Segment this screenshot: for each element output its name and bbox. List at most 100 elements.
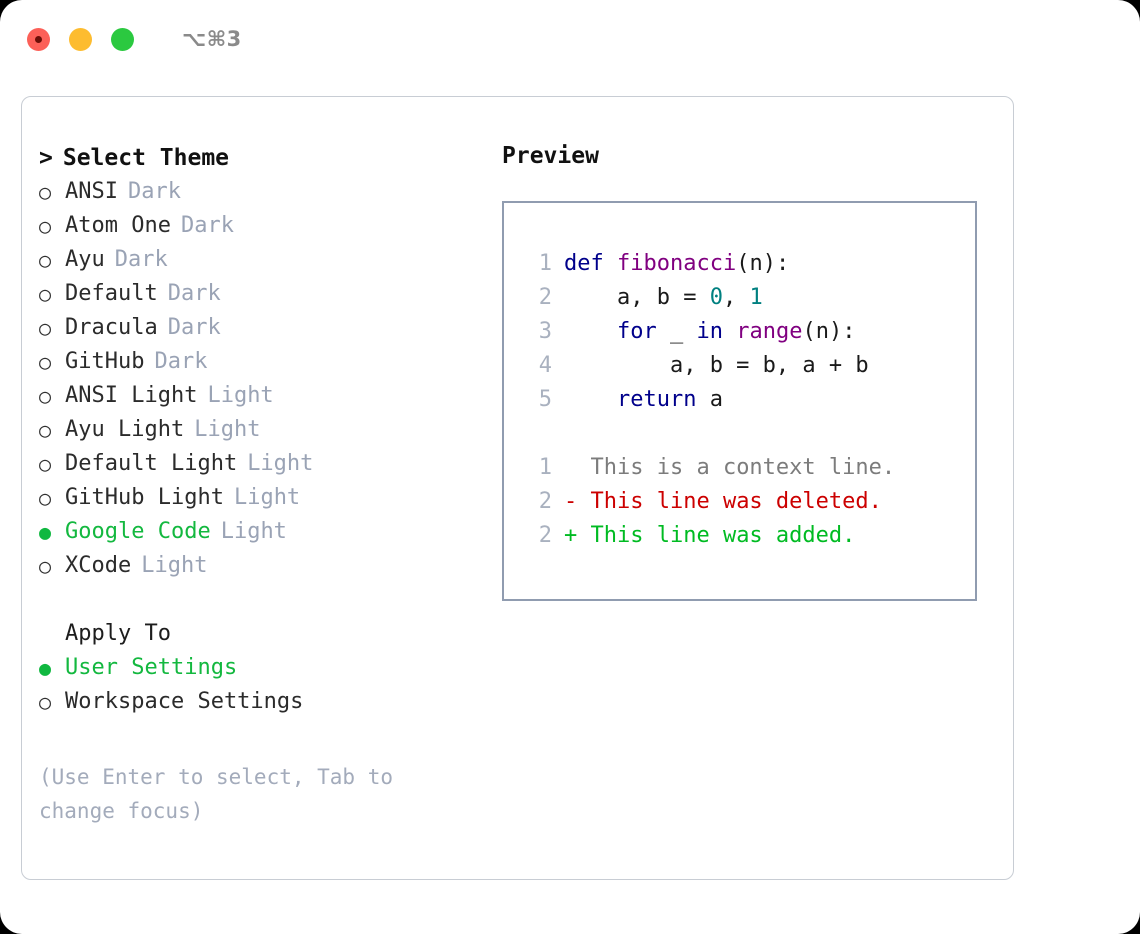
theme-variant-badge: Dark: [167, 315, 221, 340]
line-number: 1: [538, 251, 552, 276]
code-token-plain: (n):: [802, 319, 856, 344]
radio-unselected-icon: ○: [39, 452, 52, 476]
code-token-plain: [723, 319, 736, 344]
code-line-text: def fibonacci(n):: [564, 247, 789, 281]
radio-selected-icon: ●: [39, 520, 52, 544]
code-token-plain: (n):: [736, 251, 790, 276]
code-line-text: for _ in range(n):: [564, 315, 855, 349]
titlebar-shortcut-label: ⌥⌘3: [182, 27, 242, 51]
theme-variant-badge: Dark: [167, 281, 221, 306]
theme-variant-badge: Light: [247, 451, 314, 476]
radio-unselected-icon: ○: [39, 282, 52, 306]
diff-line: 2 + This line was added.: [516, 519, 975, 553]
code-token-num: 1: [749, 285, 763, 310]
code-token-num: 0: [709, 285, 723, 310]
code-line-text: return a: [564, 383, 723, 417]
theme-option-label: ANSI Light: [65, 383, 198, 408]
keyboard-hint: (Use Enter to select, Tab to change focu…: [39, 765, 406, 823]
code-line: 5 return a: [516, 383, 975, 417]
radio-unselected-icon: ○: [39, 384, 52, 408]
theme-variant-badge: Dark: [154, 349, 208, 374]
code-token-plain: ,: [722, 285, 750, 310]
theme-variant-badge: Light: [194, 417, 261, 442]
diff-marker: [564, 451, 577, 485]
theme-option-default[interactable]: ○ Default Dark: [39, 277, 479, 311]
diff-line-text: This line was added.: [577, 523, 856, 548]
diff-marker: -: [564, 489, 578, 514]
diff-line: 1 This is a context line.: [516, 451, 975, 485]
theme-option-ansi-light[interactable]: ○ ANSI Light Light: [39, 379, 479, 413]
radio-unselected-icon: ○: [39, 214, 52, 238]
code-token-plain: a, b = b, a + b: [564, 353, 869, 378]
radio-unselected-icon: ○: [39, 316, 52, 340]
theme-option-label: ANSI: [65, 179, 118, 204]
theme-variant-badge: Light: [141, 553, 208, 578]
theme-variant-badge: Light: [233, 485, 301, 510]
theme-option-label: GitHub: [65, 349, 145, 374]
radio-unselected-icon: ○: [39, 554, 52, 578]
diff-marker: +: [564, 523, 578, 548]
title-bar: ⌥⌘3: [0, 0, 1140, 78]
apply-to-option-label: User Settings: [65, 655, 238, 680]
radio-unselected-icon: ○: [39, 180, 52, 204]
theme-option-label: Atom One: [65, 213, 171, 238]
radio-selected-icon: ●: [39, 656, 52, 680]
theme-option-label: Default: [65, 281, 158, 306]
radio-unselected-icon: ○: [39, 350, 52, 374]
diff-line-number: 1: [538, 455, 552, 480]
theme-option-github-light[interactable]: ○ GitHub Light Light: [39, 481, 479, 515]
apply-to-list: ● User Settings ○Workspace Settings: [39, 651, 479, 719]
code-token-plain: a, b =: [564, 285, 710, 310]
line-number: 3: [538, 319, 552, 344]
select-theme-heading-label: Select Theme: [62, 145, 230, 171]
theme-option-label: Ayu: [65, 247, 105, 272]
theme-option-label: Google Code: [65, 519, 211, 544]
code-token-kw: return: [616, 387, 697, 412]
line-number: 4: [538, 353, 552, 378]
theme-option-label: Dracula: [65, 315, 158, 340]
code-diff-spacer: [516, 417, 975, 451]
line-number: 5: [538, 387, 552, 412]
code-token-plain: a: [696, 387, 723, 412]
diff-line-number: 2: [538, 523, 552, 548]
caret-icon: >: [39, 145, 53, 171]
theme-variant-badge: Light: [207, 383, 274, 408]
code-line-text: a, b = b, a + b: [564, 349, 869, 383]
theme-option-github[interactable]: ○ GitHub Dark: [39, 345, 479, 379]
close-window-button[interactable]: [27, 27, 50, 51]
code-line-text: a, b = 0, 1: [564, 281, 763, 315]
maximize-window-button[interactable]: [111, 27, 134, 51]
apply-to-option-user-settings[interactable]: ● User Settings: [39, 651, 479, 685]
diff-line: 2- This line was deleted.: [516, 485, 975, 519]
theme-option-label: GitHub Light: [65, 485, 224, 510]
minimize-window-button[interactable]: [69, 27, 92, 51]
code-line: 3 for _ in range(n):: [516, 315, 975, 349]
line-number: 2: [538, 285, 552, 310]
code-token-kw: for: [616, 319, 657, 344]
diff-line-number: 2: [538, 489, 552, 514]
theme-option-dracula[interactable]: ○ Dracula Dark: [39, 311, 479, 345]
code-line: 2 a, b = 0, 1: [516, 281, 975, 315]
radio-unselected-icon: ○: [39, 486, 52, 510]
apply-to-option-workspace-settings[interactable]: ○Workspace Settings: [39, 685, 479, 719]
window-controls: [27, 27, 134, 51]
code-token-plain: [564, 387, 617, 412]
section-spacer: [39, 583, 479, 617]
diff-line-text: This line was deleted.: [577, 489, 882, 514]
radio-unselected-icon: ○: [39, 248, 52, 272]
diff-line-text: This is a context line.: [577, 455, 896, 480]
code-token-plain: [564, 319, 617, 344]
